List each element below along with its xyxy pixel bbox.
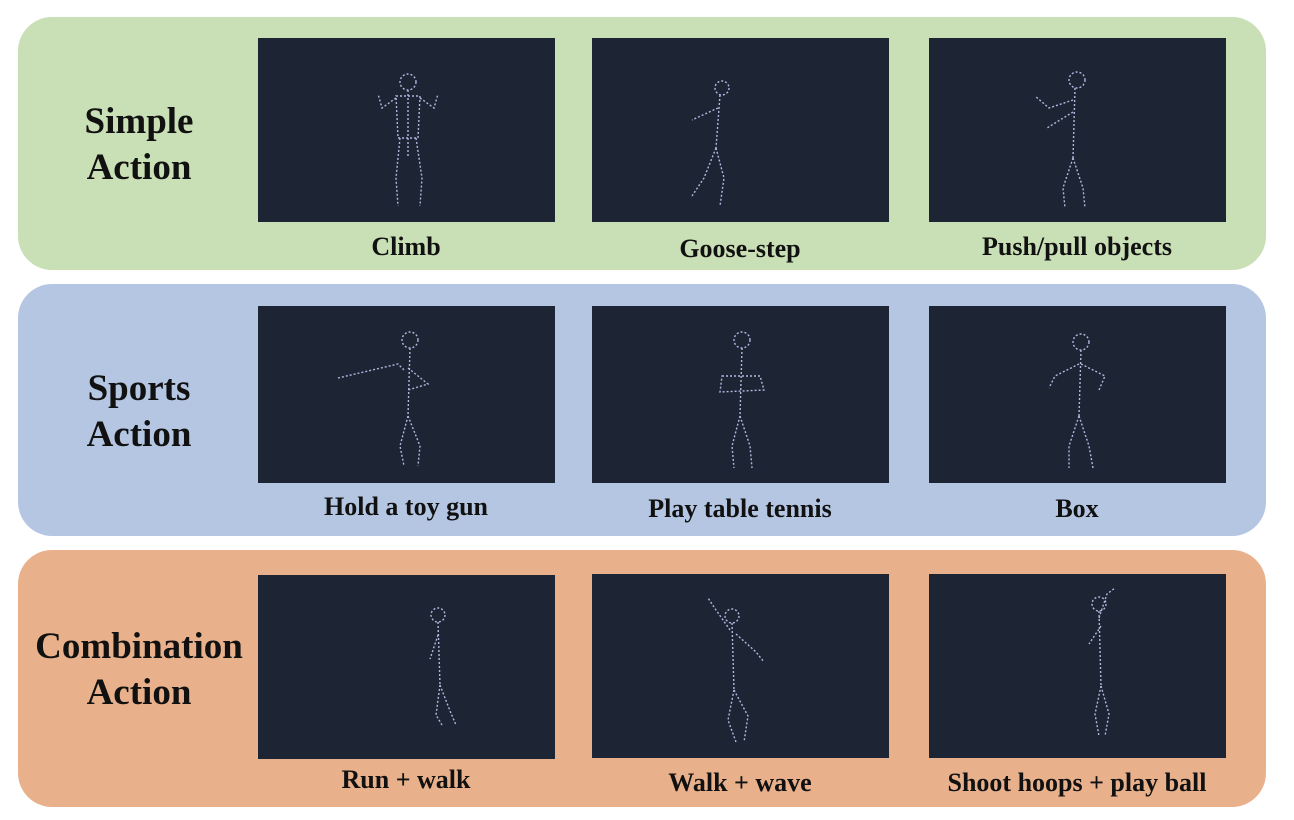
- person-boxing-icon: [1048, 333, 1106, 469]
- person-walking-icon: [429, 607, 457, 726]
- clip-frame-walk-wave: [592, 574, 889, 758]
- category-title: Simple Action: [18, 99, 260, 191]
- category-title: Combination Action: [18, 624, 260, 716]
- clip-frame-climb: [258, 38, 555, 222]
- clip-caption: Shoot hoops + play ball: [947, 768, 1207, 797]
- sports-action-panel: Sports Action Hold a toy gun: [18, 284, 1266, 536]
- clip-frame-toy-gun: [258, 306, 555, 483]
- clip-caption: Box: [1055, 494, 1099, 523]
- person-with-gun-icon: [337, 331, 430, 467]
- category-title-line-2: Action: [86, 414, 192, 455]
- clip-frame-shoot-hoops: [929, 574, 1226, 758]
- category-title-line-1: Sports: [87, 368, 191, 409]
- simple-action-panel: Simple Action Climb: [18, 17, 1266, 270]
- clip-caption: Run + walk: [341, 765, 471, 794]
- clip-caption: Push/pull objects: [982, 232, 1172, 261]
- clip-caption: Walk + wave: [668, 768, 812, 797]
- clip-frame-run-walk: [258, 575, 555, 759]
- clip-frame-goose-step: [592, 38, 889, 222]
- person-stepping-icon: [691, 80, 730, 207]
- category-title-line-2: Action: [86, 672, 192, 713]
- clip-caption: Play table tennis: [648, 494, 832, 523]
- person-waving-icon: [707, 597, 765, 743]
- clip-caption: Hold a toy gun: [324, 492, 488, 521]
- person-standing-icon: [719, 331, 765, 469]
- category-title-line-2: Action: [86, 147, 192, 188]
- person-arms-raised-icon: [377, 73, 439, 207]
- person-shooting-icon: [1088, 587, 1116, 737]
- clip-frame-box: [929, 306, 1226, 483]
- clip-frame-push-pull: [929, 38, 1226, 222]
- category-title: Sports Action: [18, 366, 260, 458]
- category-title-line-1: Combination: [35, 626, 243, 667]
- clip-frame-table-tennis: [592, 306, 889, 483]
- category-title-line-1: Simple: [84, 101, 194, 142]
- clip-caption: Climb: [371, 232, 441, 261]
- clip-caption: Goose-step: [679, 234, 801, 263]
- combination-action-panel: Combination Action Run + walk: [18, 550, 1266, 807]
- person-arms-forward-icon: [1034, 71, 1086, 209]
